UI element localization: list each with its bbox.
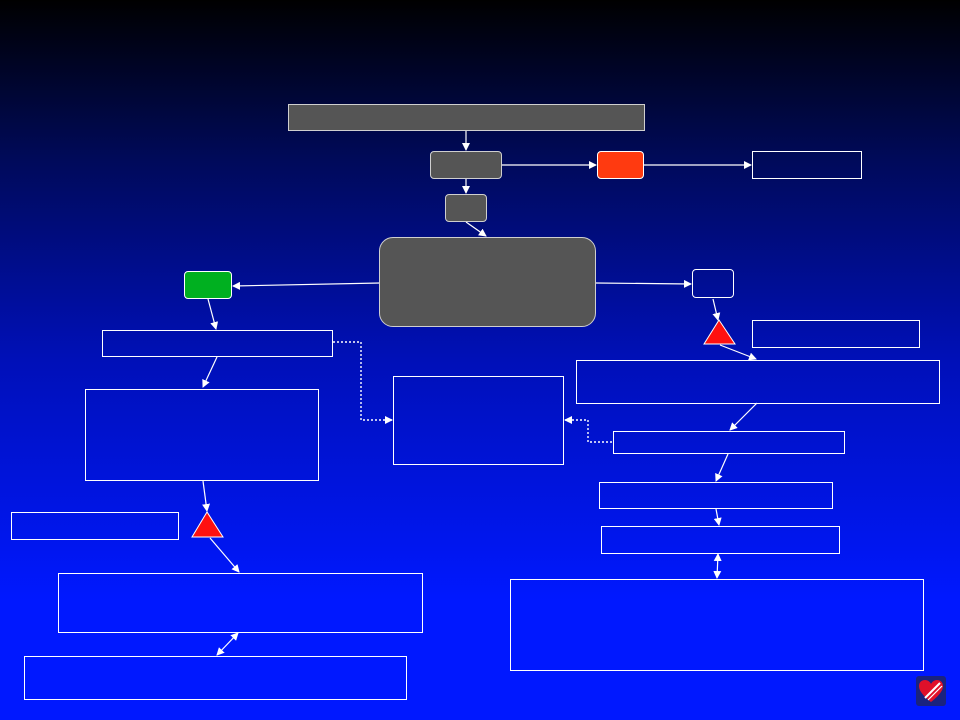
arrow-green-to-leftbar xyxy=(207,298,219,330)
right-bar-3 xyxy=(601,526,840,554)
small-gray-box xyxy=(445,194,487,222)
right-top-box xyxy=(752,151,862,179)
dotted-bar1-to-middlebox xyxy=(564,416,612,443)
left-box xyxy=(85,389,319,481)
warning-triangle-left xyxy=(191,511,224,538)
arrow-center-to-right-small xyxy=(595,279,692,288)
right-bar-1 xyxy=(613,431,845,454)
right-small-box xyxy=(692,269,734,298)
arrow-rightsmall-to-triangle xyxy=(712,298,721,321)
bottom-left-box xyxy=(58,573,423,633)
arrow-center-to-green xyxy=(232,281,381,290)
arrow-bar2-to-bar3 xyxy=(713,508,722,526)
arrow-small-to-center xyxy=(465,221,487,237)
dotted-leftbar-to-middlebox xyxy=(333,341,393,424)
center-box xyxy=(379,237,596,327)
go-box xyxy=(184,271,232,299)
arrow-triangle-to-rightwide xyxy=(719,344,757,361)
arrow-leftbar-to-leftbox xyxy=(202,356,218,388)
stop-box xyxy=(597,151,644,179)
decision-box xyxy=(430,151,502,179)
right-bar-2 xyxy=(599,482,833,509)
right-wide-box xyxy=(576,360,940,404)
left-label-box xyxy=(11,512,179,540)
arrow-rightwide-to-bar1 xyxy=(729,402,758,431)
warning-triangle-right xyxy=(703,319,736,345)
arrow-bar3-bidirectional xyxy=(713,553,722,579)
right-label-box xyxy=(752,320,920,348)
arrow-bar1-to-bar2 xyxy=(715,453,729,482)
bottom-left-bar xyxy=(24,656,407,700)
heart-logo-icon xyxy=(916,676,946,706)
middle-box xyxy=(393,376,564,465)
arrow-leftbox-to-triangle xyxy=(202,480,211,512)
top-bar xyxy=(288,104,645,131)
left-bar xyxy=(102,330,333,357)
arrow-triangle-to-bottomleft xyxy=(209,537,240,573)
arrow-bottomleft-bidirectional xyxy=(216,632,239,656)
bottom-right-box xyxy=(510,579,924,671)
